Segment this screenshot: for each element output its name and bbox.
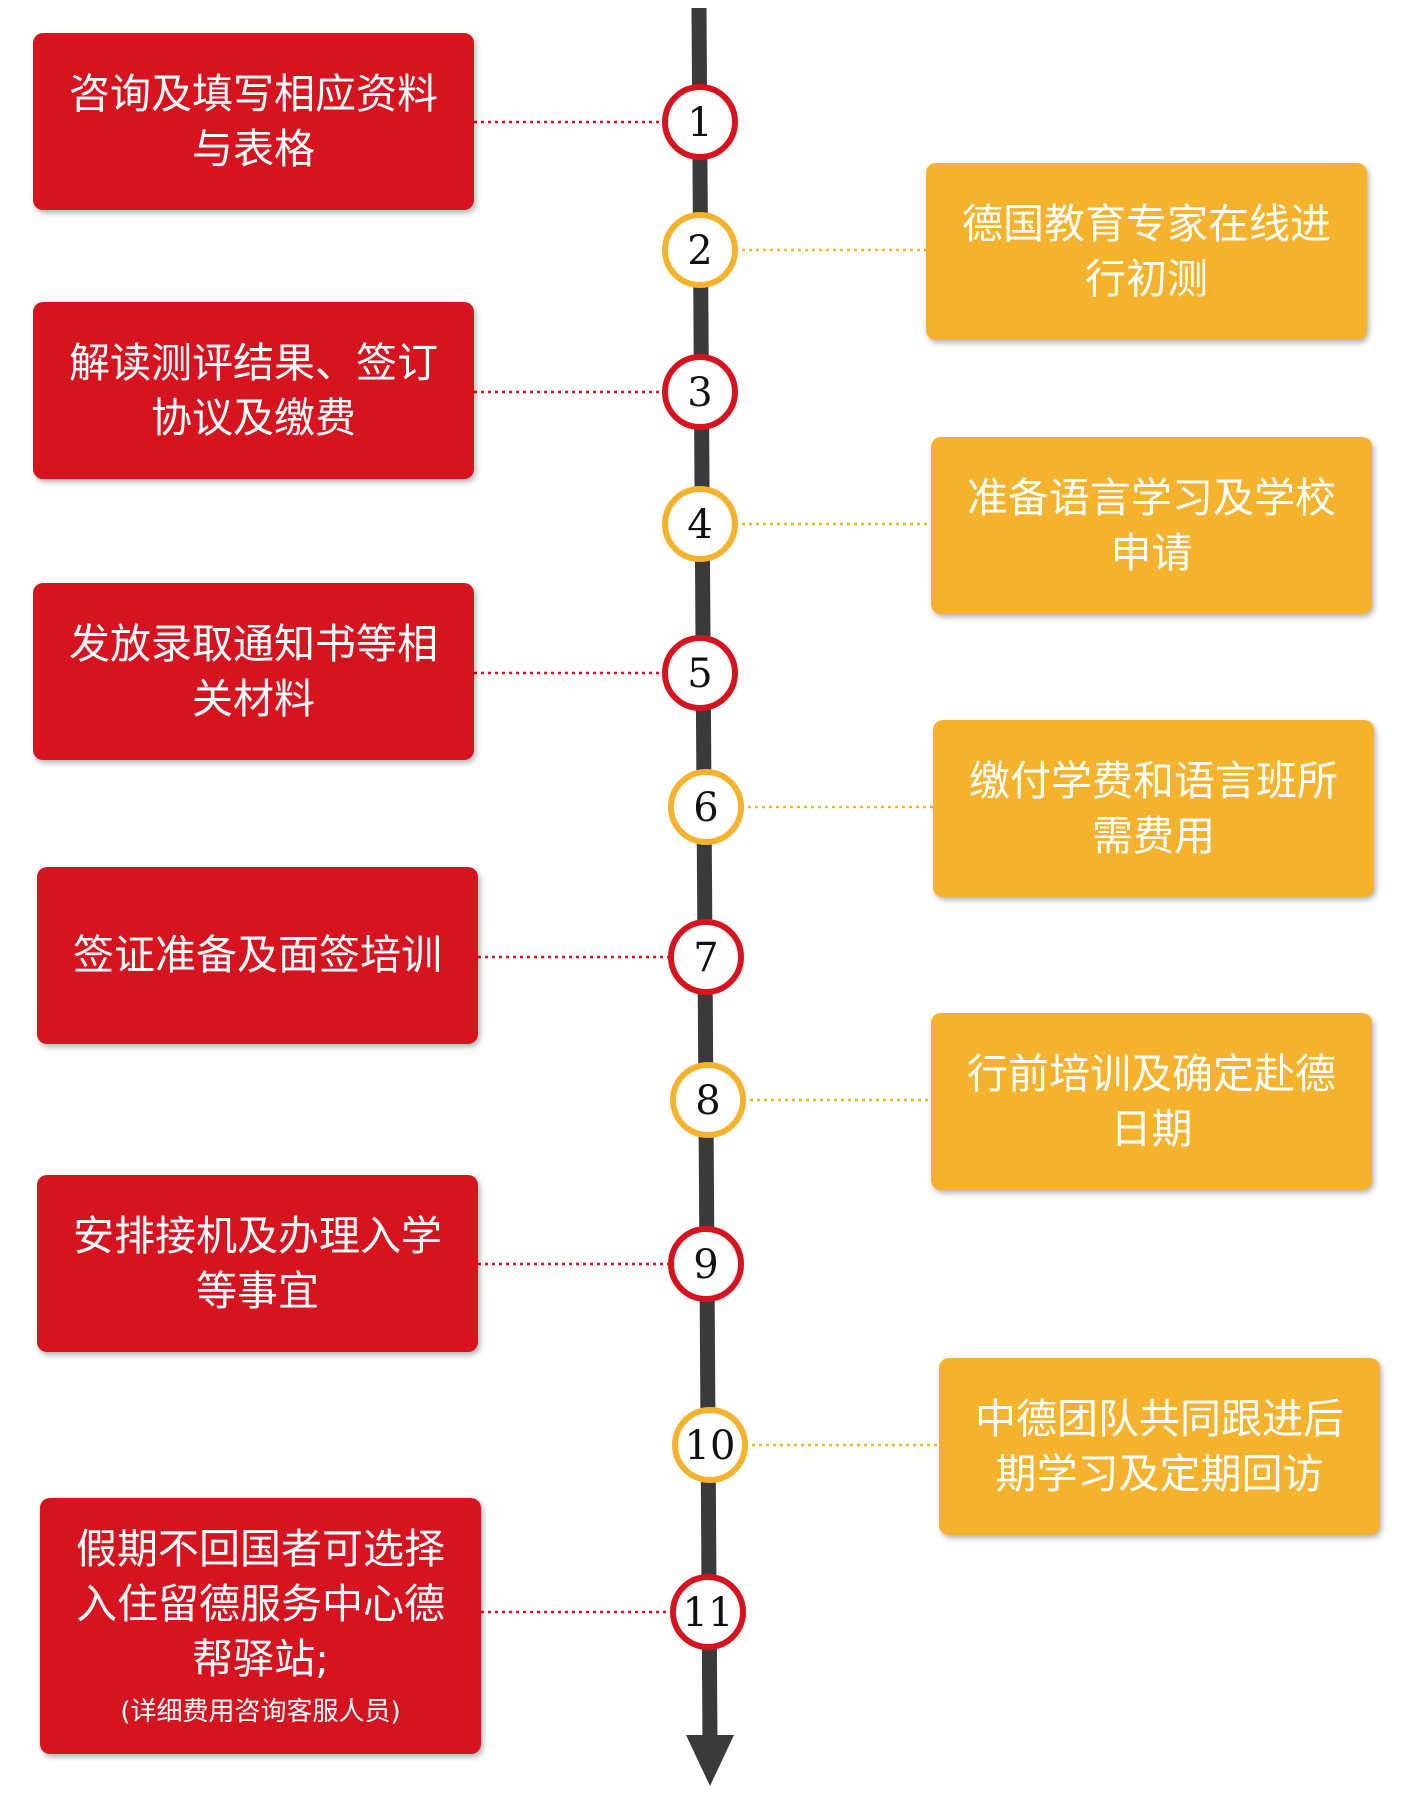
step-box-6: 缴付学费和语言班所需费用 bbox=[933, 720, 1374, 897]
step-number-2: 2 bbox=[687, 228, 712, 274]
step-number-5: 5 bbox=[687, 651, 712, 697]
step-3-text-line-2: 协议及缴费 bbox=[151, 393, 356, 442]
step-number-1: 1 bbox=[687, 100, 712, 146]
step-6-text-line-2: 需费用 bbox=[1092, 811, 1215, 860]
step-box-10: 中德团队共同跟进后期学习及定期回访 bbox=[939, 1358, 1380, 1535]
step-box-4: 准备语言学习及学校申请 bbox=[931, 437, 1372, 614]
step-2-text-line-2: 行初测 bbox=[1085, 254, 1208, 303]
step-box-8: 行前培训及确定赴德日期 bbox=[931, 1013, 1372, 1190]
step-2-text-line-1: 德国教育专家在线进 bbox=[962, 199, 1331, 248]
step-box-3: 解读测评结果、签订协议及缴费 bbox=[33, 302, 474, 479]
step-6-text-line-1: 缴付学费和语言班所 bbox=[969, 756, 1338, 805]
step-7-text-line-1: 签证准备及面签培训 bbox=[73, 931, 442, 979]
step-number-3: 3 bbox=[687, 370, 712, 416]
step-11-note: (详细费用咨询客服人员) bbox=[120, 1696, 401, 1727]
step-circle-9 bbox=[668, 1226, 744, 1302]
step-circle-8 bbox=[670, 1062, 746, 1138]
step-number-4: 4 bbox=[687, 502, 712, 548]
step-1-text-line-2: 与表格 bbox=[192, 124, 315, 173]
step-number-10: 10 bbox=[685, 1423, 736, 1469]
step-circle-3 bbox=[662, 354, 738, 430]
step-circle-4 bbox=[662, 486, 738, 562]
step-box-11: 假期不回国者可选择入住留德服务中心德帮驿站; (详细费用咨询客服人员) bbox=[40, 1498, 481, 1754]
step-1-text-line-1: 咨询及填写相应资料 bbox=[69, 69, 438, 118]
step-number-8: 8 bbox=[695, 1078, 720, 1124]
step-box-5: 发放录取通知书等相关材料 bbox=[33, 583, 474, 760]
step-11-text-line-2: 入住留德服务中心德 bbox=[76, 1579, 445, 1628]
step-9-text-line-1: 安排接机及办理入学 bbox=[73, 1211, 442, 1260]
step-box-2: 德国教育专家在线进行初测 bbox=[926, 163, 1367, 340]
step-circle-6 bbox=[668, 769, 744, 845]
step-5-text-line-2: 关材料 bbox=[192, 674, 315, 723]
step-circle-7 bbox=[668, 919, 744, 995]
step-box-9: 安排接机及办理入学等事宜 bbox=[37, 1175, 478, 1352]
step-10-text-line-1: 中德团队共同跟进后 bbox=[975, 1394, 1344, 1443]
step-number-11: 11 bbox=[683, 1590, 734, 1636]
step-number-7: 7 bbox=[693, 935, 718, 981]
step-8-text-line-2: 日期 bbox=[1110, 1104, 1193, 1153]
step-box-1: 咨询及填写相应资料与表格 bbox=[33, 33, 474, 210]
step-5-text-line-1: 发放录取通知书等相 bbox=[69, 619, 438, 668]
step-circle-2 bbox=[662, 212, 738, 288]
step-4-text-line-2: 申请 bbox=[1110, 528, 1193, 577]
step-number-6: 6 bbox=[693, 785, 718, 831]
step-box-7: 签证准备及面签培训 bbox=[37, 867, 478, 1044]
step-circle-1 bbox=[662, 84, 738, 160]
step-11-text-line-1: 假期不回国者可选择 bbox=[76, 1524, 445, 1573]
step-11-text-line-3: 帮驿站; bbox=[192, 1634, 329, 1683]
step-9-text-line-2: 等事宜 bbox=[196, 1266, 319, 1315]
step-circle-10 bbox=[672, 1407, 748, 1483]
step-circle-11 bbox=[670, 1574, 746, 1650]
step-3-text-line-1: 解读测评结果、签订 bbox=[69, 338, 438, 387]
step-10-text-line-2: 期学习及定期回访 bbox=[995, 1449, 1324, 1498]
step-8-text-line-1: 行前培训及确定赴德 bbox=[967, 1049, 1336, 1098]
timeline-arrowhead bbox=[686, 1735, 734, 1786]
step-4-text-line-1: 准备语言学习及学校 bbox=[967, 473, 1336, 522]
step-circle-5 bbox=[662, 635, 738, 711]
step-number-9: 9 bbox=[693, 1242, 718, 1288]
